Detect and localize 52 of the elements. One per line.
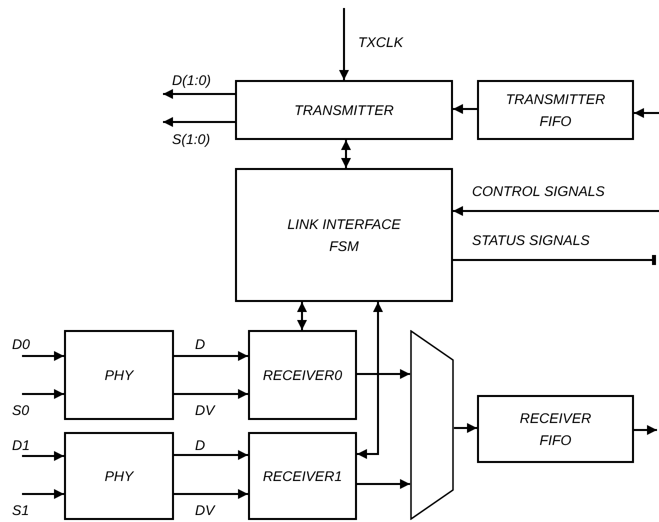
arrow — [163, 117, 235, 127]
signal-label: DV — [195, 502, 214, 518]
signal-label: STATUS SIGNALS — [472, 232, 590, 248]
arrow — [22, 489, 64, 499]
block-box — [235, 80, 453, 140]
block-label: RECEIVER0 — [262, 366, 342, 385]
terminated-line — [453, 255, 656, 265]
signal-label: D0 — [12, 336, 30, 352]
block-box — [477, 80, 634, 140]
arrow — [22, 389, 64, 399]
block-label: PHY — [104, 366, 134, 385]
arrow — [22, 351, 64, 361]
signal-label: DV — [195, 402, 214, 418]
signal-label: S0 — [12, 402, 30, 418]
block-label: TRANSMITTER — [294, 101, 394, 120]
arrow — [454, 423, 477, 433]
signal-label: D1 — [12, 437, 30, 453]
arrow — [174, 389, 248, 399]
block-box — [64, 330, 174, 420]
arrow — [22, 451, 64, 461]
arrow — [339, 8, 349, 80]
arrow — [453, 104, 477, 114]
multiplexer-symbol — [410, 330, 454, 520]
arrow — [357, 479, 410, 489]
signal-label: D — [195, 437, 206, 453]
arrow — [634, 425, 657, 435]
arrow — [634, 108, 659, 118]
block-label: RECEIVER FIFO — [518, 409, 592, 450]
block-label: PHY — [104, 467, 134, 486]
signal-label: TXCLK — [358, 34, 404, 50]
block-box — [477, 395, 634, 463]
arrow — [357, 369, 410, 379]
arrow — [453, 206, 659, 216]
arrow — [163, 89, 235, 99]
arrow — [357, 302, 383, 459]
signal-label: S1 — [12, 502, 30, 518]
arrow — [341, 140, 351, 168]
signal-label: S(1:0) — [172, 131, 210, 147]
arrow — [297, 302, 307, 330]
block-box — [235, 168, 453, 302]
signal-label: CONTROL SIGNALS — [472, 183, 605, 199]
block-box — [64, 432, 174, 520]
block-label: TRANSMITTER FIFO — [504, 90, 606, 131]
block-label: LINK INTERFACE FSM — [286, 215, 402, 256]
block-label: RECEIVER1 — [262, 467, 342, 486]
block-box — [248, 432, 357, 520]
arrow — [174, 489, 248, 499]
block-box — [248, 330, 357, 420]
arrow — [174, 351, 248, 361]
arrow — [174, 450, 248, 460]
signal-label: D(1:0) — [172, 72, 211, 88]
signal-label: D — [195, 336, 206, 352]
